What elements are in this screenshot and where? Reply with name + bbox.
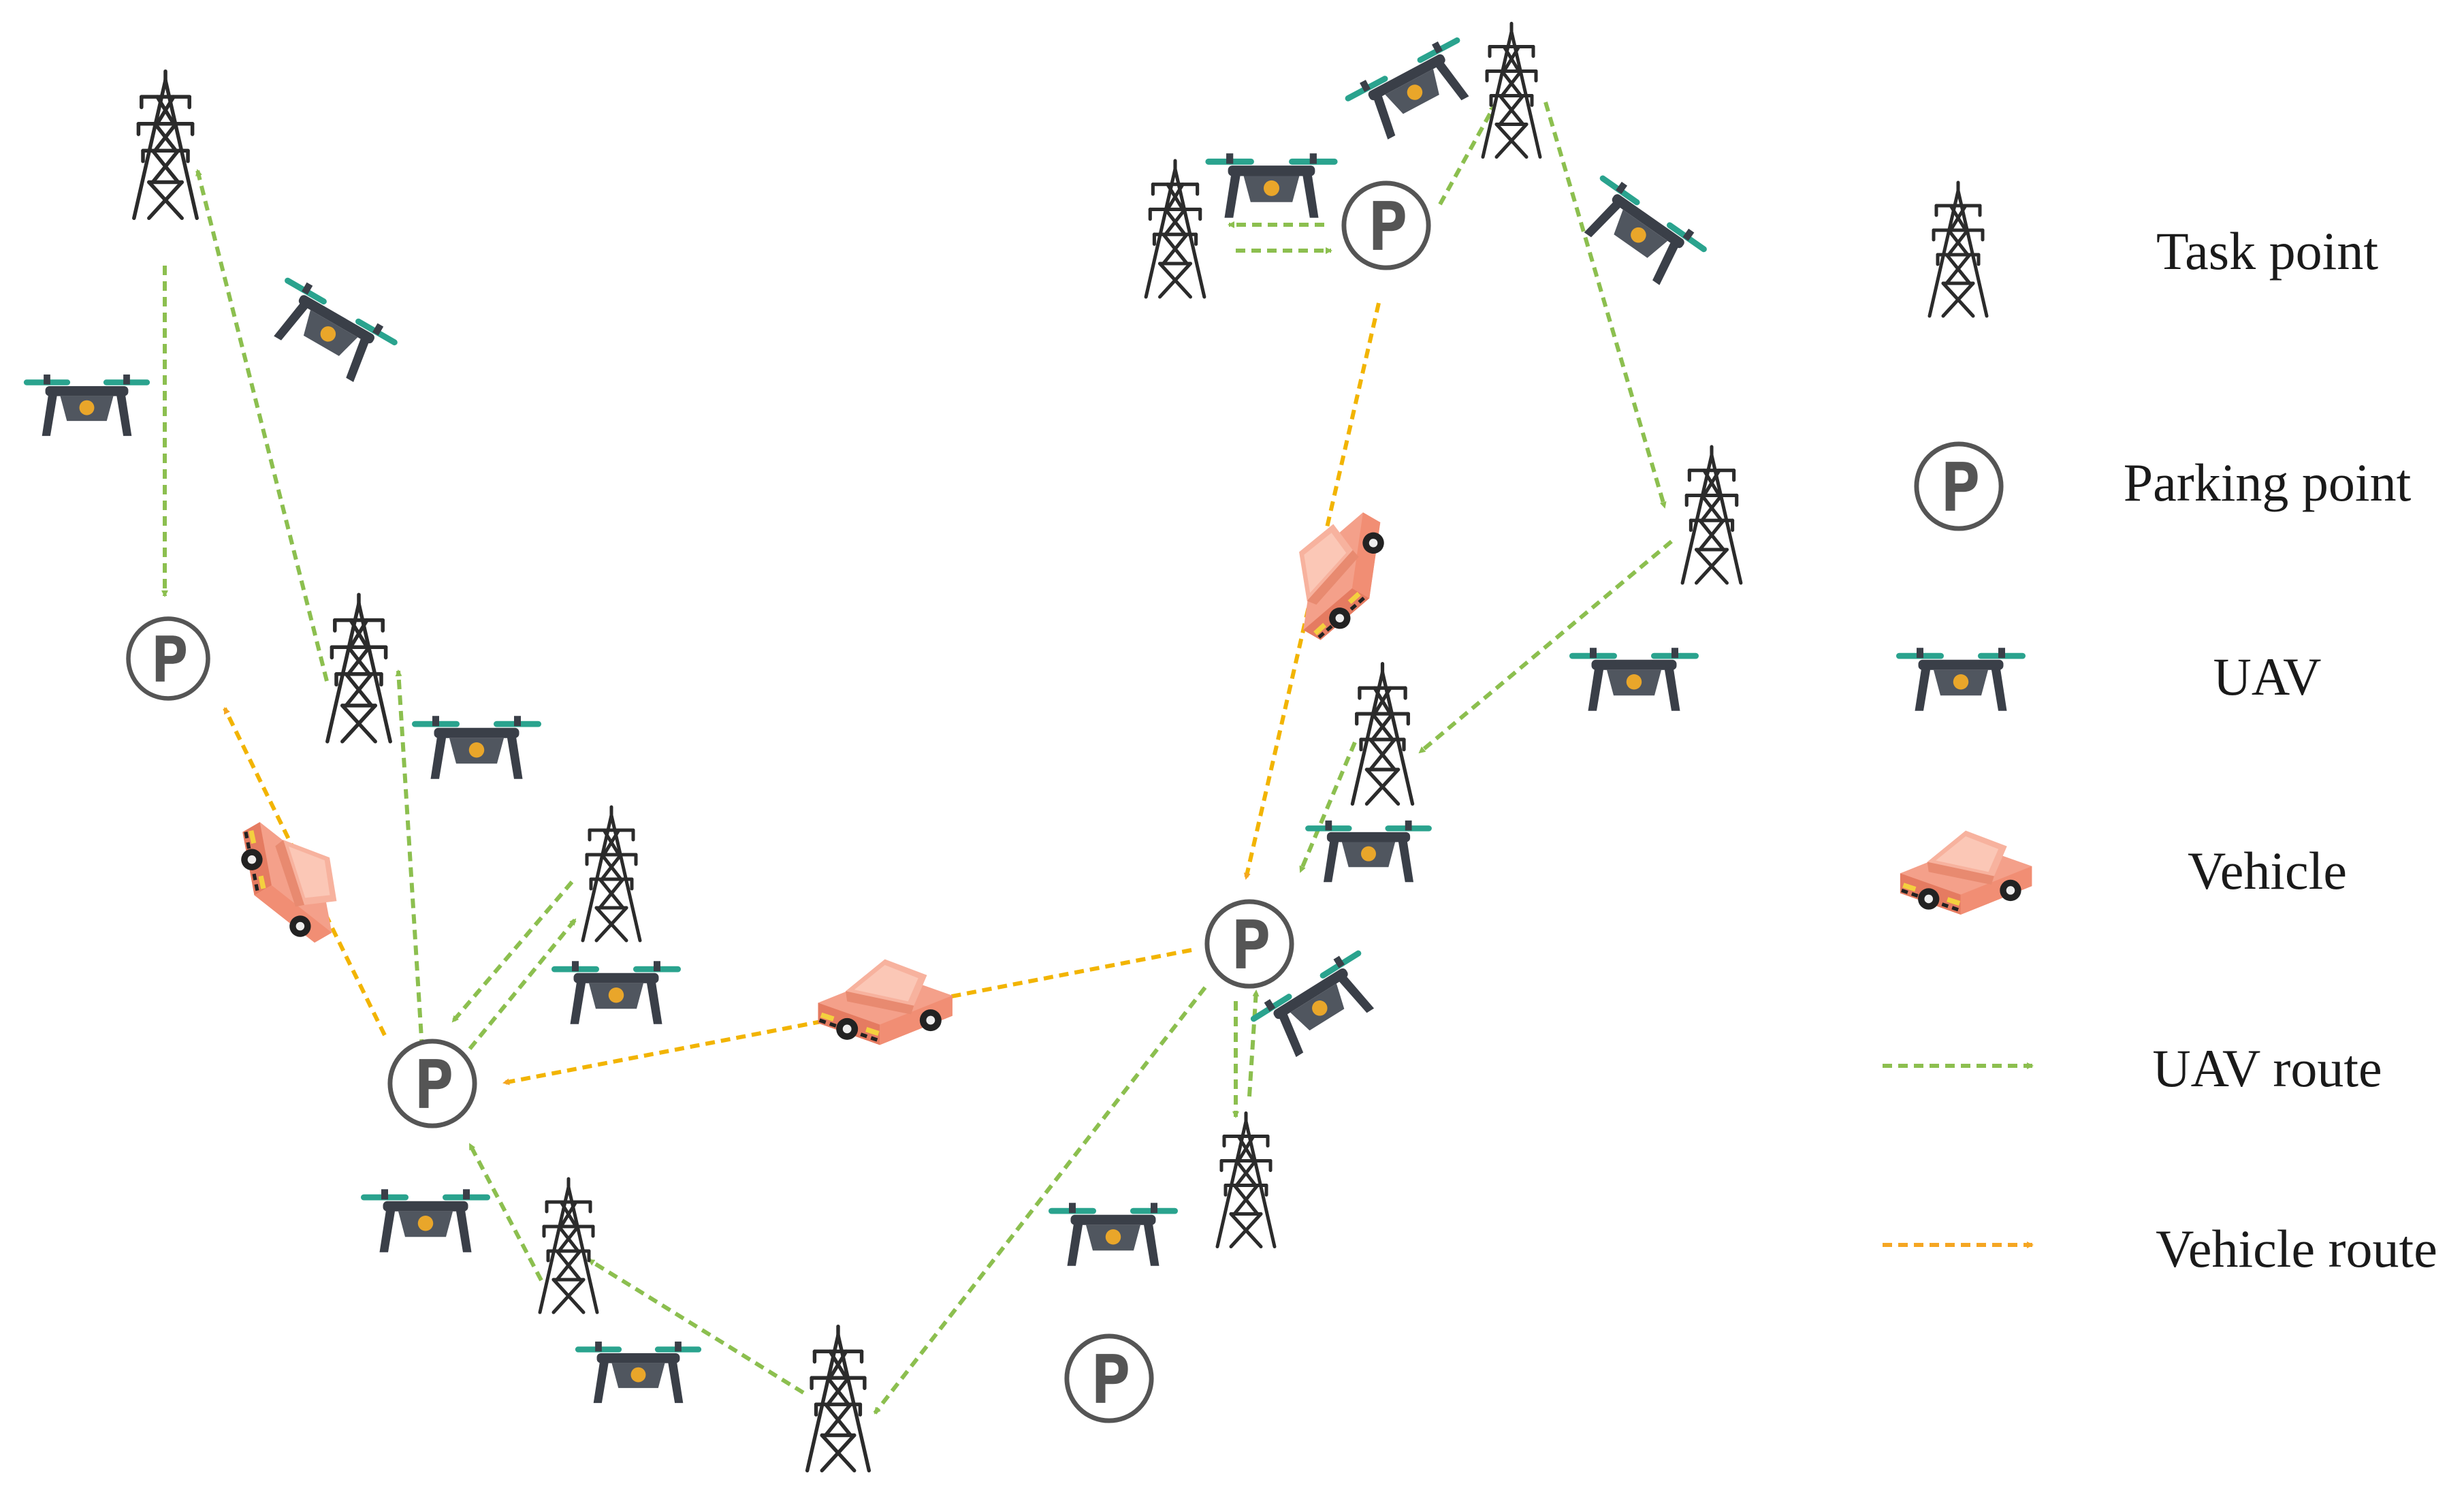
legend-item-parking-point: Parking point bbox=[1917, 444, 2412, 528]
uav-route bbox=[1543, 101, 1667, 509]
uav-route bbox=[451, 881, 574, 1023]
parking-icon bbox=[1344, 183, 1428, 268]
tower-icon bbox=[540, 1179, 597, 1312]
vehicle-icon bbox=[1266, 494, 1405, 650]
uav-icon bbox=[361, 1189, 490, 1252]
legend-item-vehicle-route: Vehicle route bbox=[1883, 1219, 2437, 1278]
tower-icon bbox=[1930, 183, 1987, 316]
task-point-layer bbox=[134, 24, 1741, 1471]
uav-icon bbox=[257, 272, 402, 392]
parking-icon bbox=[1917, 444, 2001, 528]
uav-route bbox=[1418, 539, 1673, 755]
vehicle-route bbox=[1243, 302, 1381, 880]
uav-route bbox=[588, 1258, 805, 1395]
parking-icon bbox=[1207, 902, 1292, 986]
uav-icon bbox=[551, 961, 681, 1024]
uav-icon bbox=[1896, 648, 2026, 711]
uav-layer bbox=[23, 31, 1711, 1404]
legend-label-vehicle: Vehicle bbox=[2188, 841, 2347, 900]
tower-icon bbox=[1146, 161, 1204, 297]
parking-point-layer bbox=[129, 183, 1429, 1421]
uav-route bbox=[468, 918, 577, 1050]
tower-icon bbox=[1217, 1113, 1275, 1247]
tower-icon bbox=[807, 1327, 869, 1471]
uav-icon bbox=[1305, 820, 1432, 883]
uav-icon bbox=[1049, 1203, 1178, 1266]
uav-icon bbox=[1569, 648, 1699, 711]
vehicle-route bbox=[223, 707, 387, 1037]
uav-route bbox=[1298, 741, 1357, 873]
legend-label-uav-route: UAV route bbox=[2152, 1039, 2382, 1098]
vehicle-icon bbox=[818, 959, 953, 1045]
tower-icon bbox=[327, 595, 390, 742]
uav-icon bbox=[575, 1341, 702, 1404]
uav-route bbox=[195, 169, 329, 682]
uav-icon bbox=[1569, 170, 1711, 296]
legend-label-task-point: Task point bbox=[2156, 221, 2378, 281]
uav-route bbox=[1247, 990, 1260, 1097]
parking-icon bbox=[390, 1041, 475, 1126]
uav-icon bbox=[1205, 153, 1338, 218]
legend-item-task-point: Task point bbox=[1930, 183, 2378, 316]
tower-icon bbox=[1483, 24, 1540, 157]
uav-icon bbox=[412, 716, 541, 779]
tower-icon bbox=[134, 72, 197, 219]
uav-route bbox=[873, 986, 1207, 1414]
vehicle-icon bbox=[1900, 831, 2032, 915]
uav-route bbox=[468, 1143, 543, 1282]
legend-label-vehicle-route: Vehicle route bbox=[2156, 1219, 2437, 1278]
tower-icon bbox=[1682, 447, 1741, 583]
legend-item-uav: UAV bbox=[1896, 647, 2321, 711]
parking-icon bbox=[1067, 1336, 1151, 1421]
legend-item-uav-route: UAV route bbox=[1883, 1039, 2382, 1098]
uav-route bbox=[1438, 104, 1497, 206]
parking-icon bbox=[129, 619, 208, 699]
legend-item-vehicle: Vehicle bbox=[1900, 831, 2347, 915]
uav-route bbox=[395, 669, 424, 1049]
uav-icon bbox=[1341, 31, 1486, 148]
uav-icon bbox=[23, 374, 150, 437]
legend: Task point Parking point UAV Vehicle UAV… bbox=[1883, 183, 2437, 1278]
vehicle-icon bbox=[224, 801, 363, 957]
tower-icon bbox=[1352, 664, 1412, 804]
tower-icon bbox=[583, 807, 640, 940]
legend-label-parking-point: Parking point bbox=[2124, 453, 2412, 512]
legend-label-uav: UAV bbox=[2213, 647, 2322, 706]
